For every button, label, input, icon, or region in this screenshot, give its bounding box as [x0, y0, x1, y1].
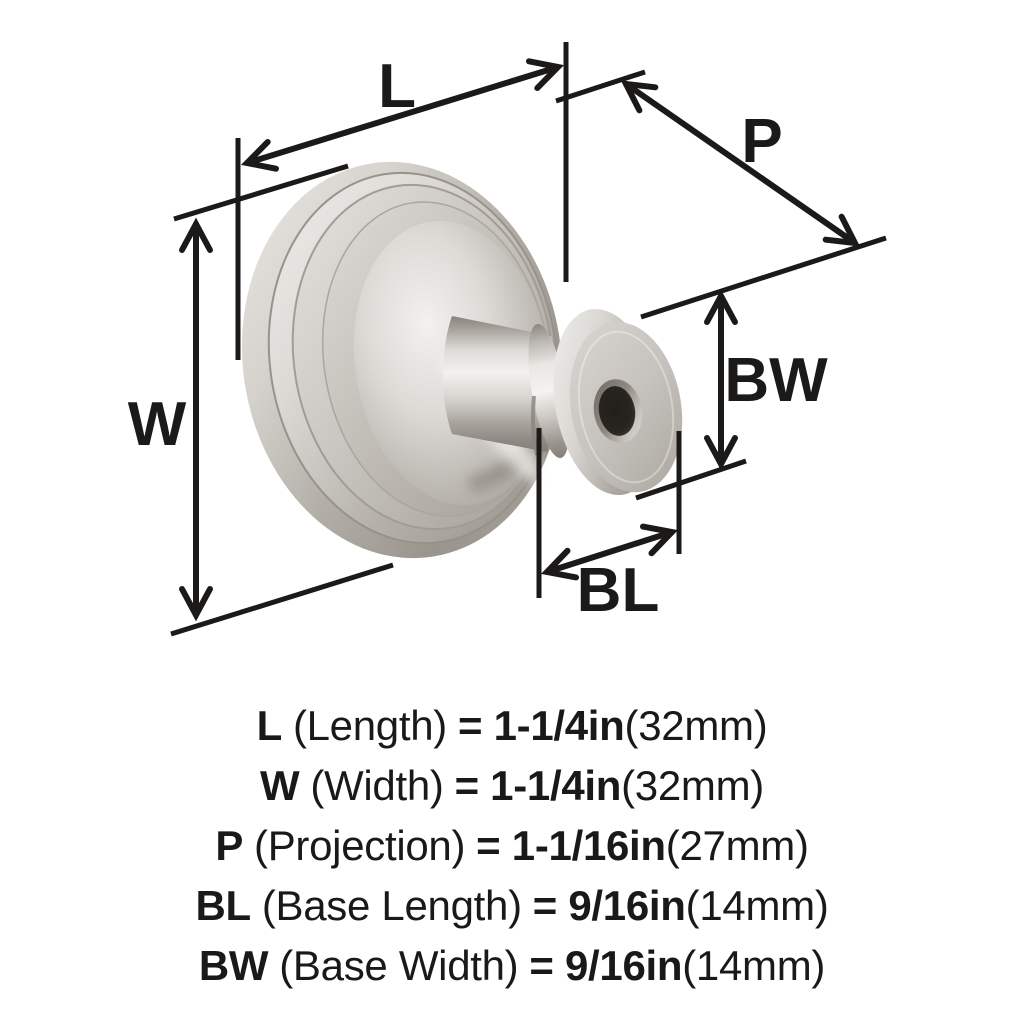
knob-neck	[443, 316, 552, 452]
knob-base-gap-shadow	[531, 395, 539, 456]
extension-line-P-bottom	[640, 235, 887, 320]
spec-value: = 1-1/16in	[476, 822, 666, 869]
spec-name: (Projection)	[254, 822, 466, 869]
spec-name: (Width)	[310, 762, 444, 809]
spec-list: L(Length)= 1-1/4in(32mm) W(Width)= 1-1/4…	[0, 696, 1024, 996]
spec-abbr: BW	[198, 942, 269, 989]
spec-metric: (32mm)	[624, 702, 768, 749]
spec-abbr: BL	[195, 882, 251, 929]
spec-line-length: L(Length)= 1-1/4in(32mm)	[0, 696, 1024, 756]
spec-value: = 1-1/4in	[457, 702, 625, 749]
spec-value: = 1-1/4in	[454, 762, 622, 809]
spec-abbr: L	[256, 702, 283, 749]
spec-metric: (14mm)	[685, 882, 829, 929]
dim-arrow-length	[240, 58, 565, 172]
dim-label-projection: P	[741, 107, 782, 176]
spec-value: = 9/16in	[532, 882, 686, 929]
spec-metric: (32mm)	[621, 762, 764, 809]
spec-abbr: W	[259, 762, 300, 809]
dim-label-length: L	[378, 52, 416, 121]
dim-arrow-base-length	[540, 523, 679, 581]
screw-hole	[598, 386, 636, 436]
dim-arrow-projection	[620, 80, 861, 247]
knob-base-face-sheen	[577, 330, 675, 484]
spec-name: (Length)	[292, 702, 447, 749]
dim-label-base-length: BL	[577, 556, 660, 625]
extension-lines	[170, 42, 887, 637]
extension-line-P-top	[555, 69, 646, 104]
spec-line-projection: P(Projection)= 1-1/16in(27mm)	[0, 816, 1024, 876]
spec-metric: (27mm)	[665, 822, 809, 869]
knob-product-image	[241, 161, 683, 559]
spec-value: = 9/16in	[529, 942, 683, 989]
dimension-arrows	[179, 58, 861, 622]
extension-line-W-bottom	[170, 562, 394, 637]
extension-line-W-top	[173, 163, 349, 222]
spec-name: (Base Length)	[261, 882, 522, 929]
spec-line-width: W(Width)= 1-1/4in(32mm)	[0, 756, 1024, 816]
spec-abbr: P	[215, 822, 244, 869]
spec-name: (Base Width)	[279, 942, 519, 989]
spec-metric: (14mm)	[682, 942, 826, 989]
spec-line-base-width: BW(Base Width)= 9/16in(14mm)	[0, 936, 1024, 996]
spec-line-base-length: BL(Base Length)= 9/16in(14mm)	[0, 876, 1024, 936]
dim-label-width: W	[128, 390, 187, 459]
dim-label-base-width: BW	[724, 346, 828, 415]
